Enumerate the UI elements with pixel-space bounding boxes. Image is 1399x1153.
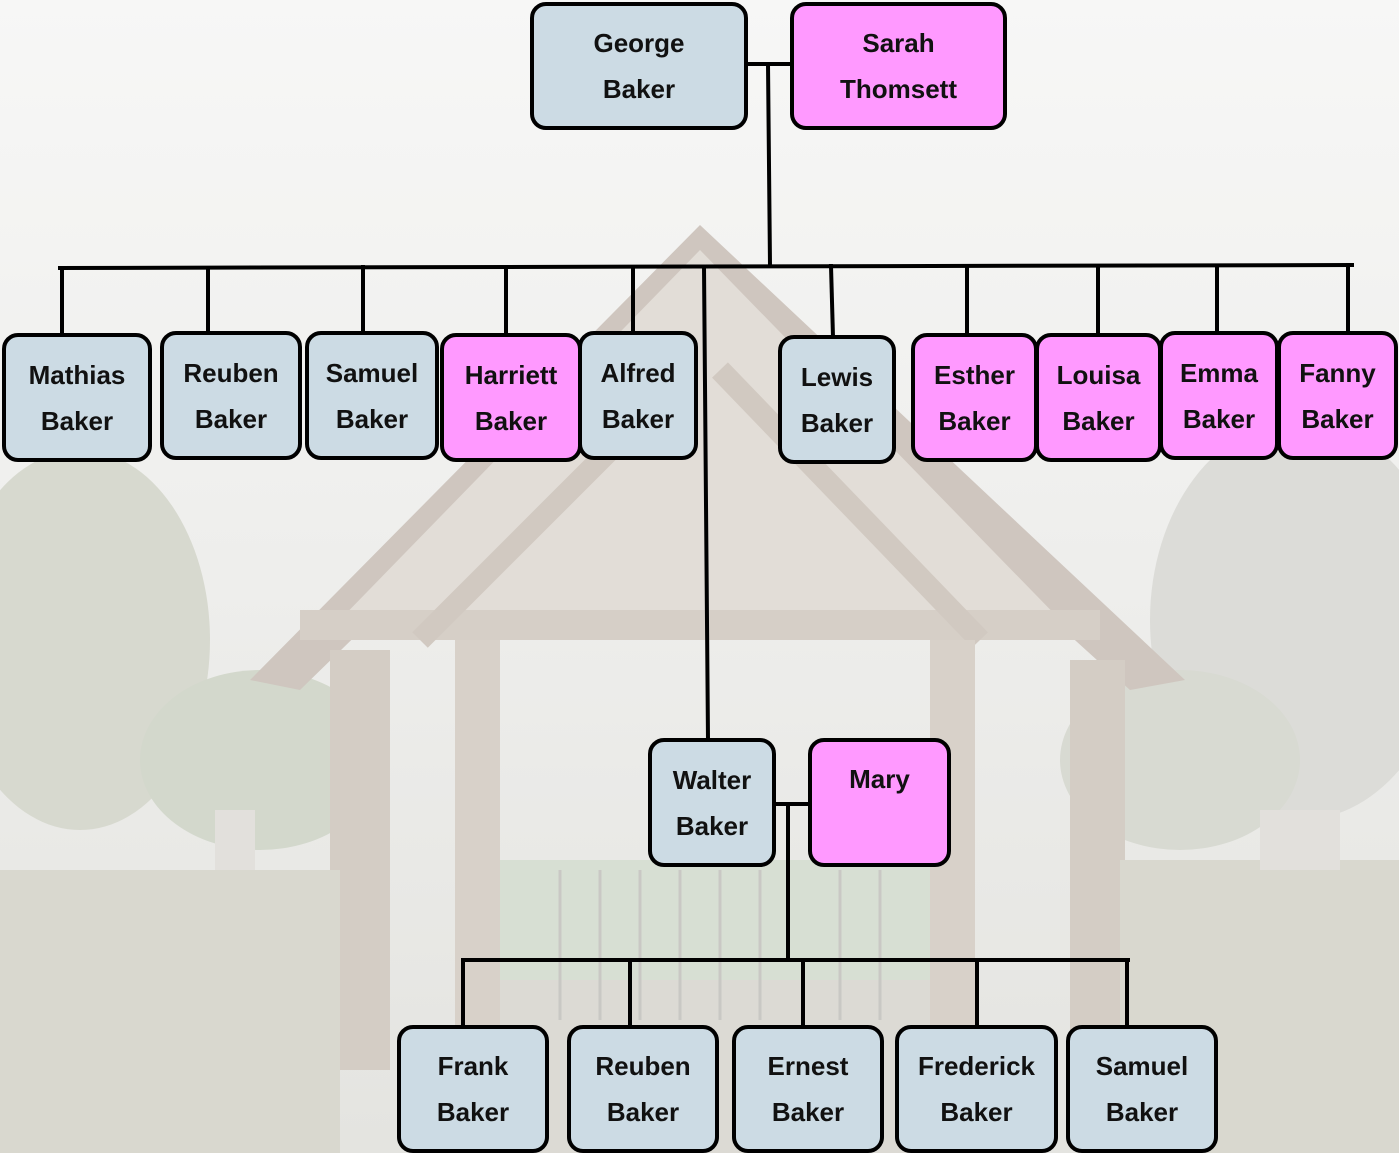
last-name: Baker — [436, 1097, 510, 1127]
first-name: Sarah — [862, 28, 935, 58]
last-name: Baker — [1182, 403, 1256, 434]
first-name: Emma — [1179, 357, 1259, 388]
first-name: Frederick — [917, 1051, 1036, 1081]
first-name: Esther — [934, 359, 1015, 390]
person-walter-baker: Walter Baker — [648, 738, 776, 867]
last-name: Baker — [335, 403, 409, 434]
first-name: Fanny — [1299, 357, 1376, 388]
last-name: Baker — [602, 74, 676, 104]
last-name: Baker — [1301, 403, 1374, 434]
first-name: Ernest — [767, 1051, 849, 1081]
person-lewis-baker: Lewis Baker — [778, 335, 896, 464]
last-name: Baker — [938, 405, 1011, 436]
first-name: Reuben — [595, 1051, 691, 1081]
person-harriett-baker: Harriett Baker — [440, 333, 582, 462]
last-name: Baker — [1062, 405, 1135, 436]
last-name: Baker — [474, 405, 548, 436]
first-name: Frank — [437, 1051, 509, 1081]
descent-line-to-walter — [701, 264, 711, 743]
person-samuel-baker-2: Samuel Baker — [1066, 1025, 1218, 1153]
last-name: Baker — [1105, 1097, 1179, 1127]
descent-line-george-sarah — [765, 61, 773, 269]
person-samuel-baker: Samuel Baker — [305, 331, 439, 460]
first-name: Mary — [849, 764, 910, 794]
last-name: Baker — [675, 810, 749, 841]
person-reuben-baker: Reuben Baker — [160, 331, 302, 460]
person-sarah-thomsett: Sarah Thomsett — [790, 2, 1007, 130]
person-frederick-baker: Frederick Baker — [895, 1025, 1058, 1153]
last-name: Thomsett — [840, 74, 957, 104]
siblings-bar-generation-2 — [57, 262, 1355, 271]
person-ernest-baker: Ernest Baker — [732, 1025, 884, 1153]
first-name: Samuel — [1095, 1051, 1189, 1081]
person-mathias-baker: Mathias Baker — [2, 333, 152, 462]
first-name: Louisa — [1056, 359, 1141, 390]
person-louisa-baker: Louisa Baker — [1035, 333, 1162, 462]
person-alfred-baker: Alfred Baker — [578, 331, 698, 460]
person-fanny-baker: Fanny Baker — [1277, 331, 1398, 460]
last-name: Baker — [194, 403, 268, 434]
person-mary: Mary — [808, 738, 951, 867]
last-name: Baker — [940, 1097, 1013, 1127]
first-name: Mathias — [28, 359, 126, 390]
last-name: Baker — [771, 1097, 845, 1127]
person-esther-baker: Esther Baker — [911, 333, 1038, 462]
first-name: Alfred — [600, 357, 676, 388]
first-name: Harriett — [464, 359, 558, 390]
person-reuben-baker-2: Reuben Baker — [567, 1025, 719, 1153]
person-emma-baker: Emma Baker — [1159, 331, 1279, 460]
first-name: George — [593, 28, 685, 58]
person-frank-baker: Frank Baker — [397, 1025, 549, 1153]
first-name: Reuben — [183, 357, 279, 388]
last-name: Baker — [601, 403, 675, 434]
first-name: Lewis — [800, 361, 874, 392]
last-name: Baker — [800, 407, 874, 438]
person-george-baker: George Baker — [530, 2, 748, 130]
first-name: Walter — [672, 764, 752, 795]
last-name: Baker — [40, 405, 114, 436]
first-name: Samuel — [325, 357, 419, 388]
last-name: Baker — [606, 1097, 680, 1127]
